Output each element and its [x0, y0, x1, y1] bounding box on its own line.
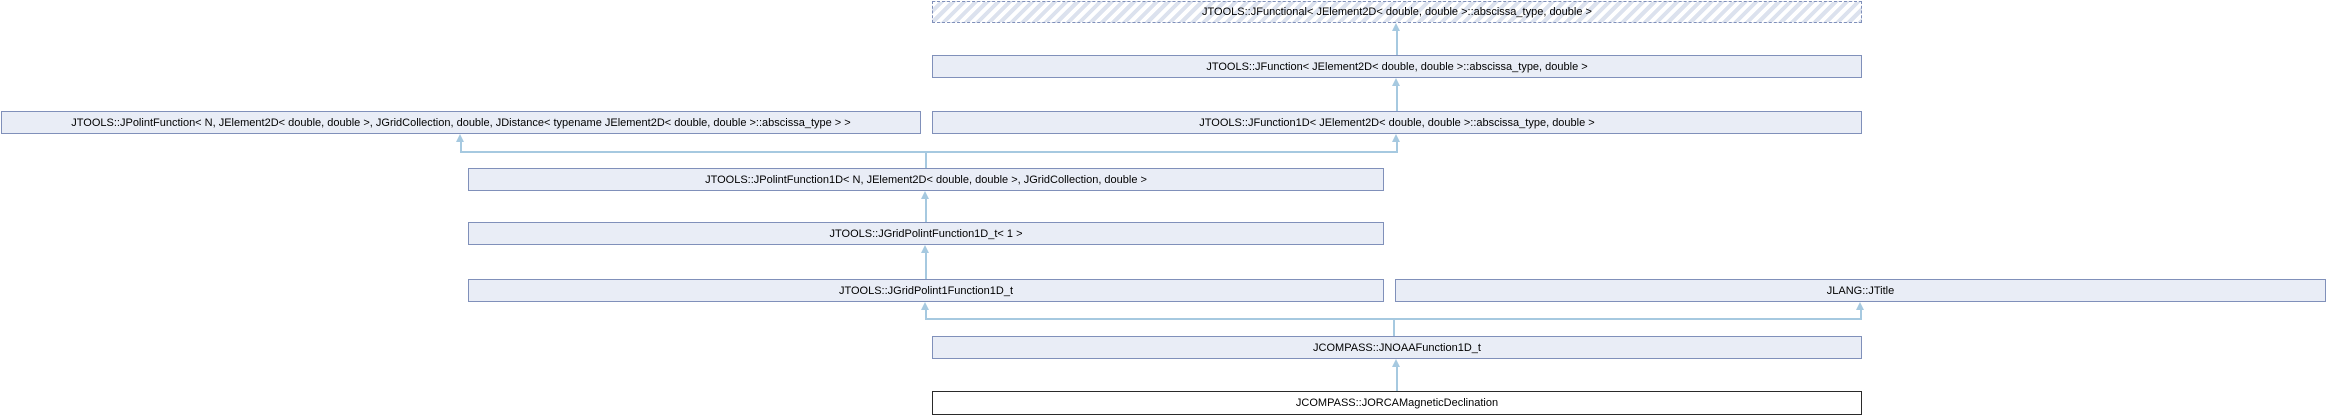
edge-line: [1393, 320, 1395, 336]
node-jpolintfunction1d[interactable]: JTOOLS::JPolintFunction1D< N, JElement2D…: [468, 168, 1384, 191]
edge-line: [1396, 367, 1398, 391]
edge-arrowhead: [1856, 302, 1864, 310]
node-jfunction[interactable]: JTOOLS::JFunction< JElement2D< double, d…: [932, 55, 1862, 78]
node-jfunctional: JTOOLS::JFunctional< JElement2D< double,…: [932, 1, 1862, 23]
edge-arrowhead: [921, 302, 929, 310]
node-jorcamagneticdeclination: JCOMPASS::JORCAMagneticDeclination: [932, 391, 1862, 415]
edge-line: [925, 318, 1862, 320]
edge-line: [925, 153, 927, 168]
edge-arrowhead: [1392, 134, 1400, 142]
edge-arrowhead: [1392, 23, 1400, 31]
edge-line: [460, 142, 462, 151]
edge-line: [1396, 142, 1398, 151]
edge-arrowhead: [456, 134, 464, 142]
edge-line: [925, 199, 927, 222]
edge-line: [1396, 86, 1398, 111]
edge-arrowhead: [1392, 78, 1400, 86]
node-jtitle[interactable]: JLANG::JTitle: [1395, 279, 2326, 302]
edge-line: [1396, 31, 1398, 55]
edge-arrowhead: [921, 191, 929, 199]
node-jgridpolintfunction1d-t[interactable]: JTOOLS::JGridPolintFunction1D_t< 1 >: [468, 222, 1384, 245]
edge-line: [925, 253, 927, 279]
edge-arrowhead: [921, 245, 929, 253]
node-jnoaafunction1d-t[interactable]: JCOMPASS::JNOAAFunction1D_t: [932, 336, 1862, 359]
edge-line: [460, 151, 1398, 153]
node-jfunction1d[interactable]: JTOOLS::JFunction1D< JElement2D< double,…: [932, 111, 1862, 134]
edge-line: [1860, 310, 1862, 318]
edge-line: [925, 310, 927, 318]
node-jgridpolint1function1d-t[interactable]: JTOOLS::JGridPolint1Function1D_t: [468, 279, 1384, 302]
node-jpolintfunction[interactable]: JTOOLS::JPolintFunction< N, JElement2D< …: [1, 111, 921, 134]
edge-arrowhead: [1392, 359, 1400, 367]
